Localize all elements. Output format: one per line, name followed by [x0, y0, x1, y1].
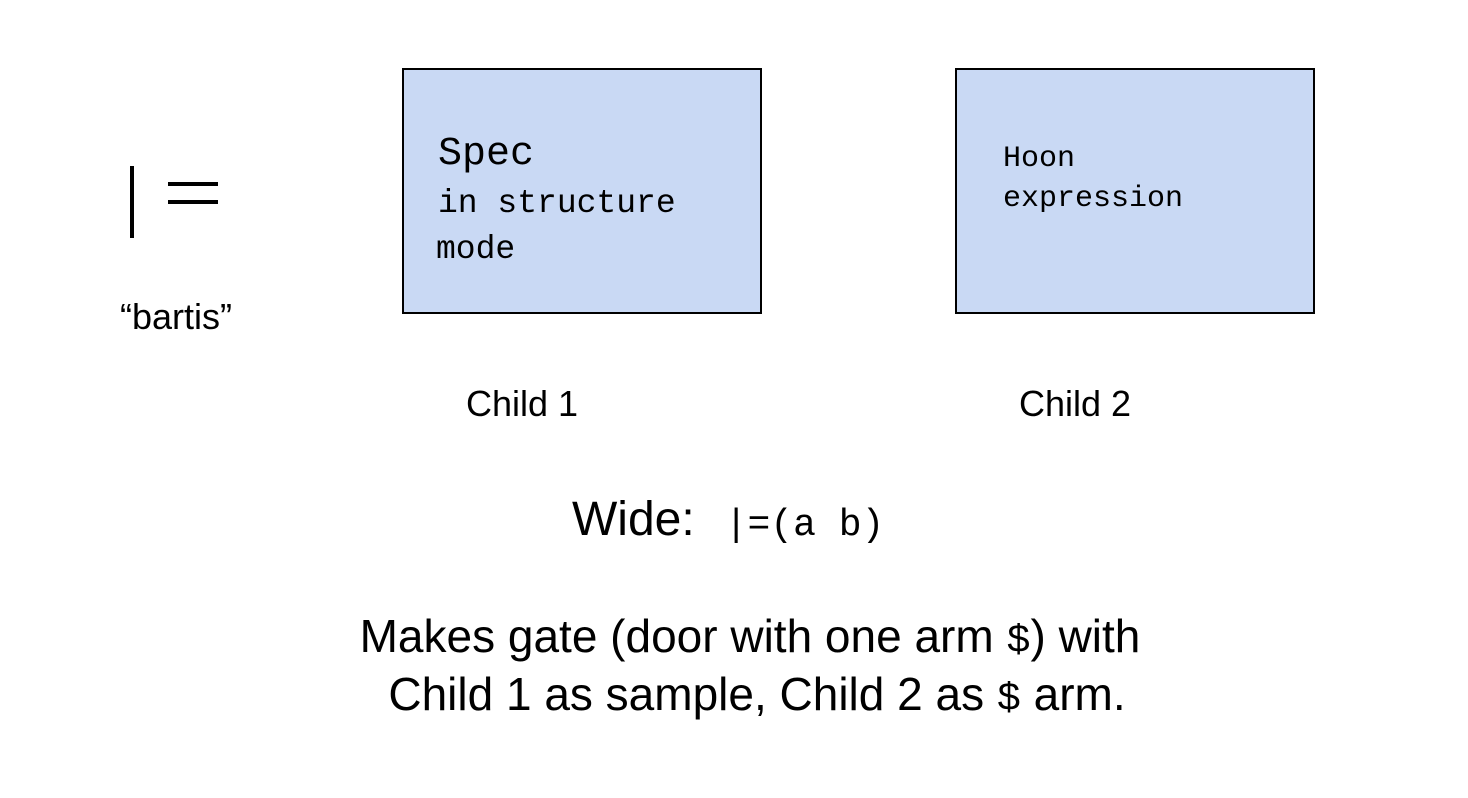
- description-code: $: [996, 678, 1021, 723]
- wide-label: Wide:: [572, 493, 695, 546]
- description-text: Makes gate (door with one arm: [359, 610, 1007, 662]
- description-line-1: Makes gate (door with one arm $) with: [0, 607, 1468, 672]
- child1-line2: mode: [436, 231, 516, 268]
- description-code: $: [1006, 620, 1031, 665]
- rune-symbol: [118, 150, 238, 246]
- rune-pipe-glyph: [130, 166, 134, 238]
- child1-label: Child 1: [466, 383, 579, 424]
- description-text: Child 1 as sample, Child 2 as: [388, 668, 997, 720]
- child2-line2: expression: [1003, 182, 1184, 216]
- child1-line1: in structure: [438, 185, 676, 222]
- rune-name: “bartis”: [120, 296, 233, 337]
- description-line-2: Child 1 as sample, Child 2 as $ arm.: [7, 665, 1468, 730]
- child2-box: Hoon expression: [955, 68, 1315, 314]
- child1-box: Spec in structure mode: [402, 68, 762, 314]
- description-text: arm.: [1020, 668, 1126, 720]
- wide-code: |=(a b): [724, 504, 885, 547]
- child2-label: Child 2: [1019, 383, 1132, 424]
- child1-title: Spec: [438, 132, 535, 177]
- wide-form: Wide: |=(a b): [572, 492, 884, 554]
- description-text: ) with: [1030, 610, 1141, 662]
- child2-line1: Hoon: [1003, 142, 1076, 176]
- rune-equals-glyph: [168, 182, 218, 204]
